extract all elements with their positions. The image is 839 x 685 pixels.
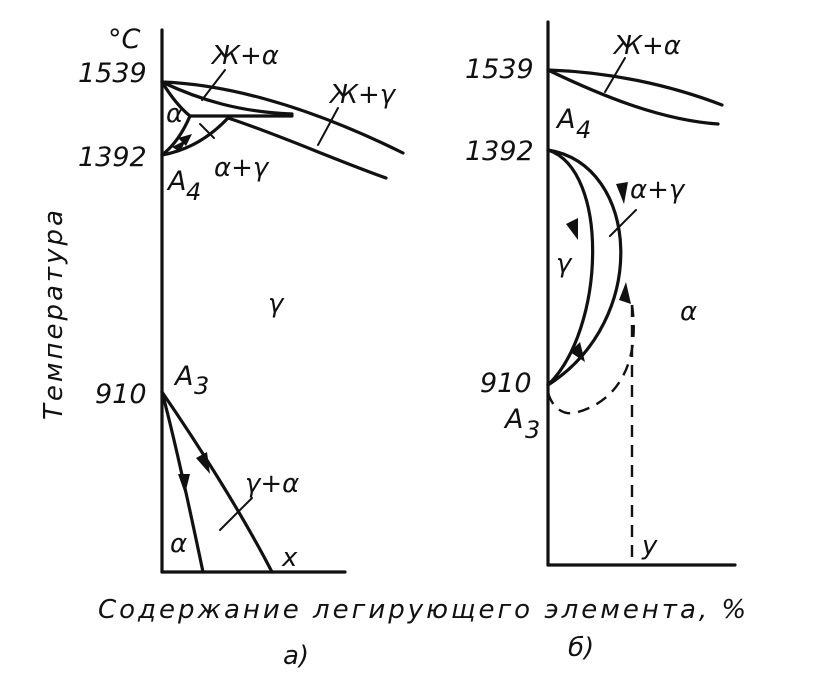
diagram-b-arrow-outer-up (619, 282, 631, 304)
diagram-b-point-a4-subscript: 4 (576, 116, 591, 144)
diagram-a-caption: а) (283, 641, 309, 671)
diagram-a-region-liquid-gamma: Ж+γ (328, 80, 397, 110)
diagram-a-leader-liquid-alpha (201, 69, 226, 101)
diagram-a-arrow-delta-2 (178, 134, 192, 146)
diagram-b-region-liquid-alpha: Ж+α (612, 31, 681, 61)
diagram-a-unit-label: °C (108, 24, 141, 55)
diagram-a-delta-boundary-lower (160, 114, 192, 157)
diagram-a-solidus-alpha-line (160, 80, 294, 116)
x-axis-title: Содержание легирующего элемента, % (98, 595, 749, 625)
y-axis-title: Температура (39, 207, 69, 420)
diagram-a-point-a3: A (173, 361, 193, 392)
diagram-a-region-gamma: γ (268, 289, 285, 319)
diagram-b-arrow-inner-down (566, 218, 578, 240)
diagram-b-solidus-line (546, 68, 720, 126)
diagram-a-region-alpha-top: α (166, 99, 183, 129)
diagram-b-temp-1392: 1392 (465, 136, 534, 167)
diagram-a-region-alpha-gamma: α+γ (214, 153, 270, 183)
diagram-a-region-gamma-alpha: γ+α (245, 469, 299, 499)
diagram-b-point-y: y (641, 531, 658, 561)
diagram-a-temp-1539: 1539 (78, 58, 147, 89)
diagram-b-dashed-boundary (546, 304, 635, 415)
diagram-b-leader-liquid-alpha (604, 57, 626, 93)
diagram-b-gamma-loop-inner (546, 148, 595, 387)
diagram-b-point-a4: A (555, 104, 575, 135)
diagram-a-arrow-delta (172, 140, 186, 152)
diagram-b-region-alpha-gamma: α+γ (630, 175, 686, 205)
diagram-a-point-a4-subscript: 4 (186, 178, 201, 206)
diagram-b-temp-1539: 1539 (465, 54, 534, 85)
diagram-a: °C 1539 1392 910 Ж+α Ж+γ α α+γ A 4 γ A 3 (78, 24, 405, 671)
diagram-b-arrow-inner-up (570, 342, 585, 362)
diagram-a-region-liquid-alpha: Ж+α (210, 41, 279, 71)
diagram-a-point-a3-subscript: 3 (194, 372, 209, 400)
diagram-b-leader-alpha-gamma (609, 209, 637, 237)
diagram-b-region-gamma: γ (556, 249, 573, 279)
diagram-a-leader-liquid-gamma (317, 107, 339, 146)
diagram-a-point-a4: A (166, 166, 186, 197)
diagram-a-arrow-gamma-line (196, 452, 210, 474)
diagram-b-region-alpha: α (680, 297, 697, 327)
diagram-a-arrow-alpha-line (178, 474, 190, 494)
diagram-b: 1539 1392 910 Ж+α A 4 α+γ γ α A 3 y б) (465, 20, 737, 663)
diagram-a-solidus-gamma-line (226, 116, 388, 180)
diagram-b-temp-910: 910 (480, 368, 532, 399)
diagram-a-delta-boundary-upper (160, 80, 192, 118)
diagram-a-gamma-boundary-line (160, 390, 274, 574)
diagram-a-region-alpha-bottom: α (170, 529, 187, 559)
diagram-a-leader-gamma-alpha (219, 497, 253, 531)
diagram-b-liquidus-line (546, 68, 724, 107)
diagram-b-arrow-outer-down (616, 182, 628, 204)
diagram-b-point-a3: A (503, 404, 523, 435)
diagram-a-temp-910: 910 (95, 379, 147, 410)
diagram-a-liquidus-line (160, 80, 405, 155)
diagram-a-point-x: x (281, 543, 298, 573)
diagram-a-gamma-delta-boundary (160, 116, 230, 157)
diagram-b-point-a3-subscript: 3 (525, 416, 540, 444)
diagram-a-temp-1392: 1392 (78, 142, 147, 173)
diagram-b-caption: б) (568, 633, 594, 663)
diagram-a-leader-alpha-gamma (199, 123, 215, 139)
